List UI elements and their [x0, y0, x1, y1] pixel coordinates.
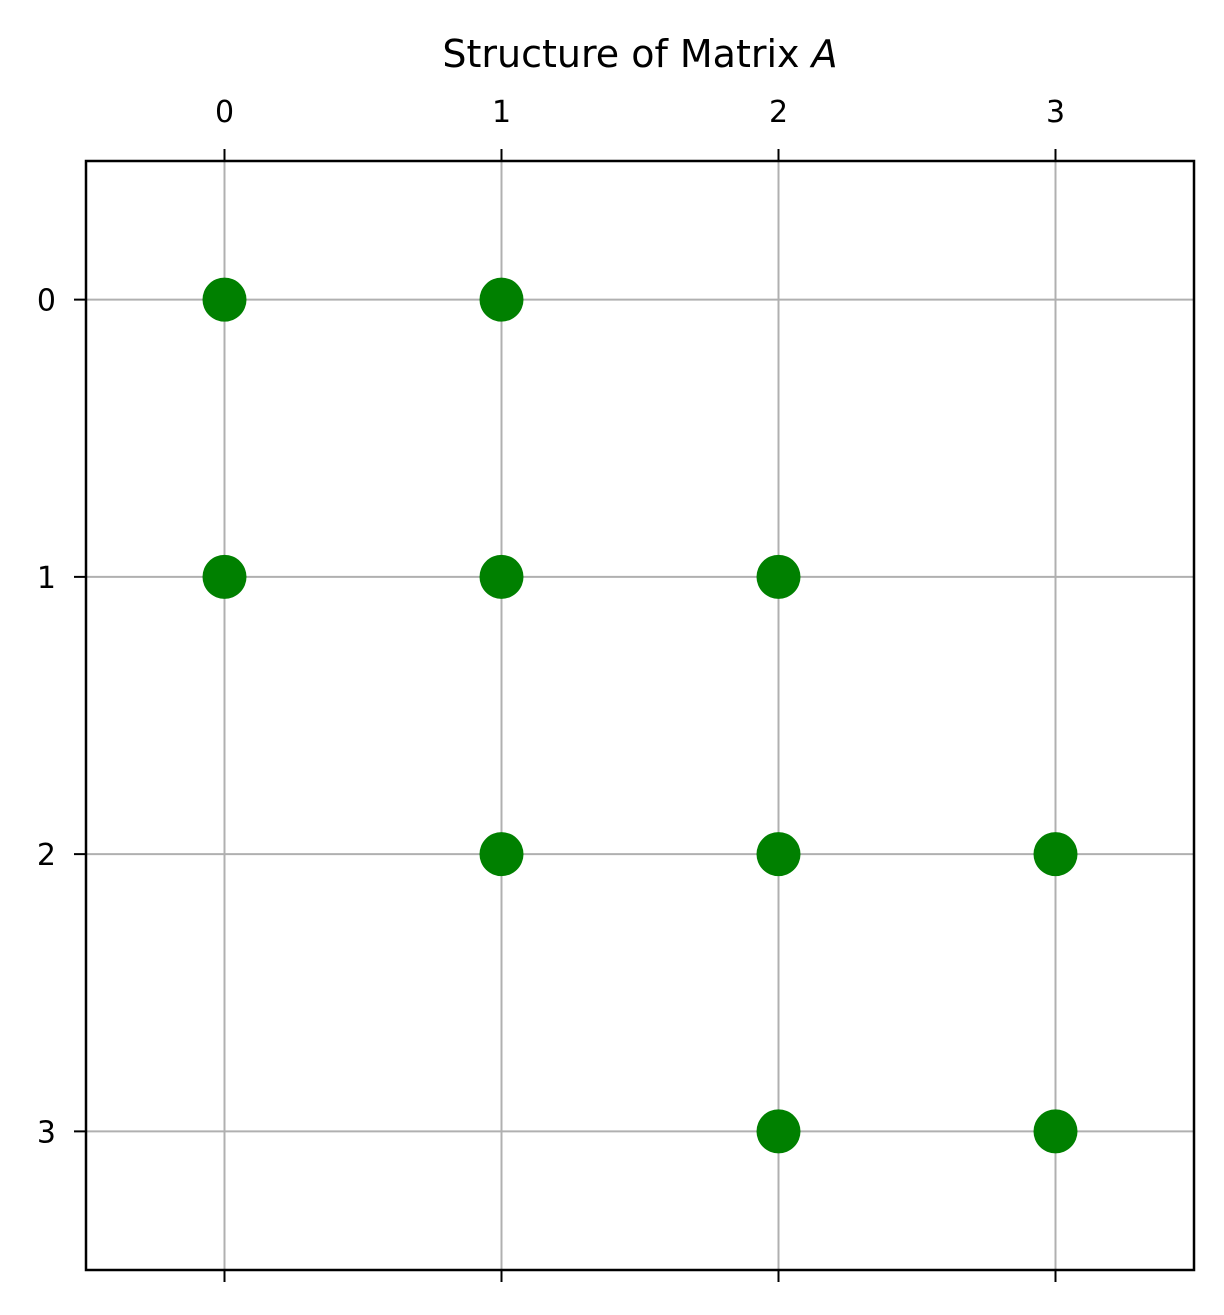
grid-layer — [86, 161, 1194, 1270]
x-tick-label: 3 — [1046, 95, 1065, 130]
matrix-nonzero-point — [1033, 832, 1078, 877]
matrix-nonzero-point — [479, 554, 524, 599]
y-tick-label: 1 — [37, 561, 56, 596]
matrix-nonzero-point — [202, 277, 247, 322]
tick-layer: 0 1 2 3 0 1 2 3 — [37, 95, 1065, 1282]
plot-frame — [84, 159, 1196, 1272]
matrix-nonzero-point — [1033, 1109, 1078, 1154]
x-tick-label: 0 — [215, 95, 234, 130]
chart-title-text: Structure of Matrix — [442, 32, 799, 76]
chart-title-symbol: A — [809, 32, 838, 76]
chart-title: Structure of Matrix A — [442, 32, 837, 76]
y-tick-label: 0 — [37, 284, 56, 319]
y-tick-label: 2 — [37, 838, 56, 873]
matrix-nonzero-point — [479, 832, 524, 877]
x-tick-label: 2 — [769, 95, 788, 130]
matrix-nonzero-point — [756, 554, 801, 599]
point-layer — [202, 277, 1078, 1154]
matrix-nonzero-point — [479, 277, 524, 322]
matrix-nonzero-point — [202, 554, 247, 599]
matrix-nonzero-point — [756, 1109, 801, 1154]
matrix-nonzero-point — [756, 832, 801, 877]
y-tick-label: 3 — [37, 1115, 56, 1150]
x-tick-label: 1 — [492, 95, 511, 130]
